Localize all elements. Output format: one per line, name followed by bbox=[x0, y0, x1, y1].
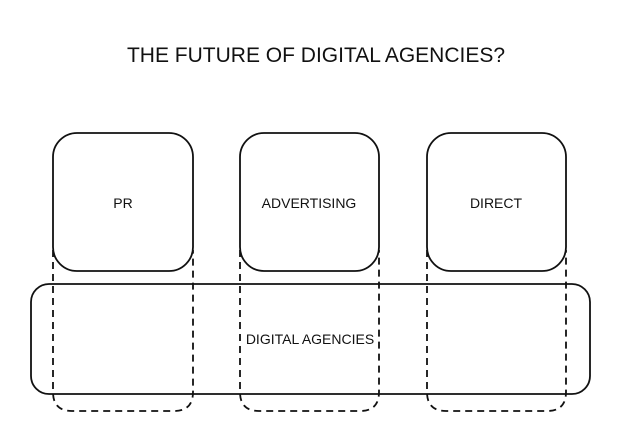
advertising-label: ADVERTISING bbox=[262, 195, 357, 211]
pr-box bbox=[52, 132, 194, 272]
pr-label: PR bbox=[113, 195, 132, 211]
direct-label: DIRECT bbox=[470, 195, 523, 211]
digital-agencies-box bbox=[30, 283, 591, 395]
pr-box-dashed-extension bbox=[52, 250, 194, 412]
diagram-title: THE FUTURE OF DIGITAL AGENCIES? bbox=[127, 44, 505, 67]
direct-box-dashed-extension bbox=[426, 250, 567, 412]
digital-agencies-label: DIGITAL AGENCIES bbox=[246, 331, 374, 347]
advertising-box bbox=[239, 132, 380, 272]
advertising-box-dashed-extension bbox=[239, 250, 380, 412]
direct-box bbox=[426, 132, 567, 272]
